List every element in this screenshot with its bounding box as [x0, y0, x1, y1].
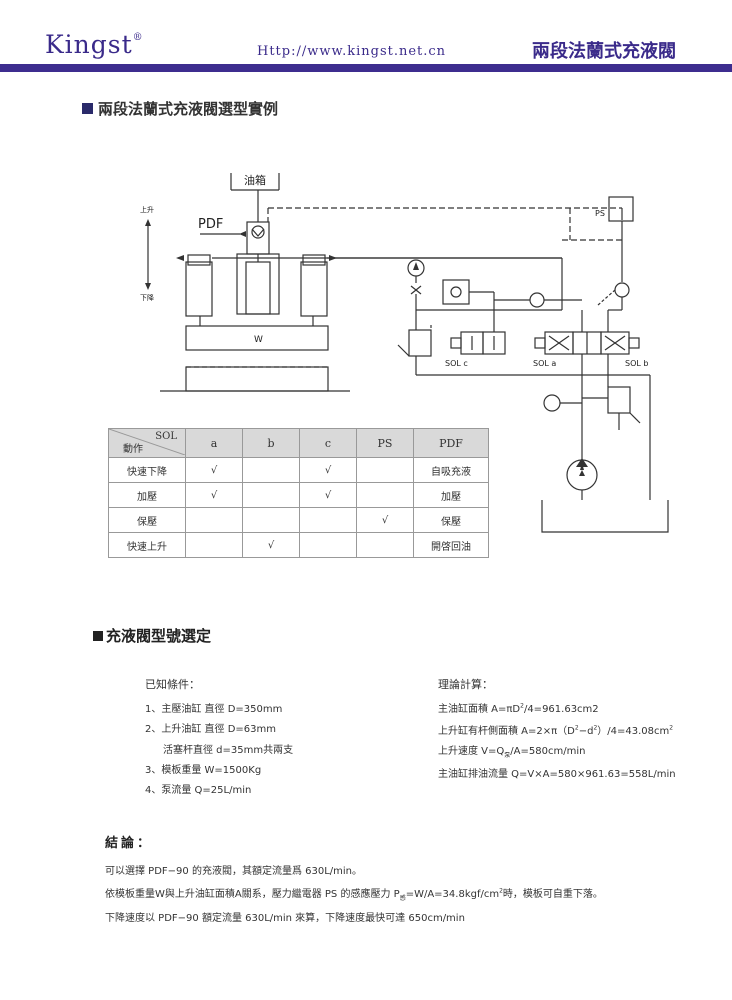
theory-line-main-area: 主油缸面積 A=πD2/4=961.63cm2	[438, 702, 599, 715]
sol-a-label: SOL a	[533, 359, 556, 368]
mark-cell: √	[299, 457, 357, 483]
sol-c-label: SOL c	[445, 359, 468, 368]
mark-cell	[356, 482, 414, 508]
section-model-selection-title: 充液閥型號選定	[93, 625, 211, 646]
header: Kingst® Http://www.kingst.net.cn 兩段法蘭式充液…	[0, 0, 732, 72]
corner-action-text: 動作	[123, 444, 143, 455]
theory-line-speed: 上升速度 V=Q泵/A=580cm/min	[438, 746, 586, 759]
mark-cell	[356, 457, 414, 483]
mark-cell	[185, 507, 243, 533]
action-cell: 快速下降	[108, 457, 186, 483]
header-bar	[0, 64, 732, 72]
action-cell: 加壓	[108, 482, 186, 508]
pdf-cell: 加壓	[413, 482, 489, 508]
column-header: PDF	[413, 428, 489, 458]
conclusion-line: 下降速度以 PDF−90 額定流量 630L/min 來算，下降速度最快可達 6…	[105, 913, 465, 924]
column-header: a	[185, 428, 243, 458]
table-corner-cell: SOL 動作	[108, 428, 186, 458]
column-header: b	[242, 428, 300, 458]
section-title-text: 兩段法蘭式充液閥選型實例	[98, 100, 279, 118]
known-item: 活塞杆直徑 d=35mm共兩支	[163, 745, 294, 756]
pdf-cell: 自吸充液	[413, 457, 489, 483]
corner-sol-text: SOL	[155, 431, 177, 442]
mark-cell	[242, 457, 300, 483]
action-cell: 快速上升	[108, 532, 186, 558]
mark-cell: √	[185, 457, 243, 483]
table-row: 快速上升 √ 開啓回油	[108, 532, 489, 558]
table-row: 保壓 √ 保壓	[108, 507, 489, 533]
weight-label: W	[254, 335, 263, 345]
mark-cell	[242, 507, 300, 533]
website-link[interactable]: Http://www.kingst.net.cn	[257, 44, 447, 59]
mark-cell	[299, 532, 357, 558]
mark-cell	[356, 532, 414, 558]
section-selection-example-title: 兩段法蘭式充液閥選型實例	[82, 98, 278, 119]
up-label: 上升	[140, 205, 154, 214]
square-bullet-icon	[82, 103, 93, 114]
conclusion-heading: 結論：	[105, 836, 154, 851]
mark-cell: √	[356, 507, 414, 533]
pdf-cell: 保壓	[413, 507, 489, 533]
table-header-row: SOL 動作 a b c PS PDF	[108, 428, 489, 458]
table-row: 加壓 √ √ 加壓	[108, 482, 489, 508]
mark-cell: √	[299, 482, 357, 508]
known-item: 1、主壓油缸 直徑 D=350mm	[145, 704, 283, 715]
theory-line-flow: 主油缸排油流量 Q=V×A=580×961.63=558L/min	[438, 769, 676, 780]
mark-cell: √	[185, 482, 243, 508]
action-cell: 保壓	[108, 507, 186, 533]
mark-cell: √	[242, 532, 300, 558]
section-title-text: 充液閥型號選定	[106, 627, 212, 645]
mark-cell	[299, 507, 357, 533]
known-item: 4、泵流量 Q=25L/min	[145, 785, 252, 796]
brand-logo[interactable]: Kingst®	[45, 30, 144, 59]
table-row: 快速下降 √ √ 自吸充液	[108, 457, 489, 483]
square-bullet-icon	[93, 631, 103, 641]
mark-cell	[242, 482, 300, 508]
pdf-label: PDF	[198, 217, 223, 232]
conclusion-line: 可以選擇 PDF−90 的充液閥，其額定流量爲 630L/min。	[105, 866, 363, 877]
known-heading: 已知條件：	[145, 678, 200, 691]
theory-heading: 理論計算：	[438, 678, 493, 691]
theory-line-rod-area: 上升缸有杆側面積 A=2×π（D2−d2）/4=43.08cm2	[438, 724, 674, 737]
column-header: PS	[356, 428, 414, 458]
registered-mark: ®	[132, 32, 144, 43]
conclusion-line-pressure: 依模板重量W與上升油缸面積A關系，壓力繼電器 PS 的感應壓力 P感=W/A=3…	[105, 887, 603, 902]
brand-name: Kingst	[45, 30, 133, 59]
column-header: c	[299, 428, 357, 458]
down-label: 下降	[140, 293, 154, 302]
known-item: 2、上升油缸 直徑 D=63mm	[145, 724, 277, 735]
tank-label: 油箱	[244, 173, 266, 187]
ps-label: PS	[595, 209, 605, 218]
pdf-cell: 開啓回油	[413, 532, 489, 558]
sol-b-label: SOL b	[625, 359, 648, 368]
mark-cell	[185, 532, 243, 558]
valve-action-table: SOL 動作 a b c PS PDF 快速下降 √ √ 自吸充液 加壓 √ √…	[108, 428, 489, 558]
known-item: 3、模板重量 W=1500Kg	[145, 765, 262, 776]
page-title: 兩段法蘭式充液閥	[532, 41, 676, 62]
